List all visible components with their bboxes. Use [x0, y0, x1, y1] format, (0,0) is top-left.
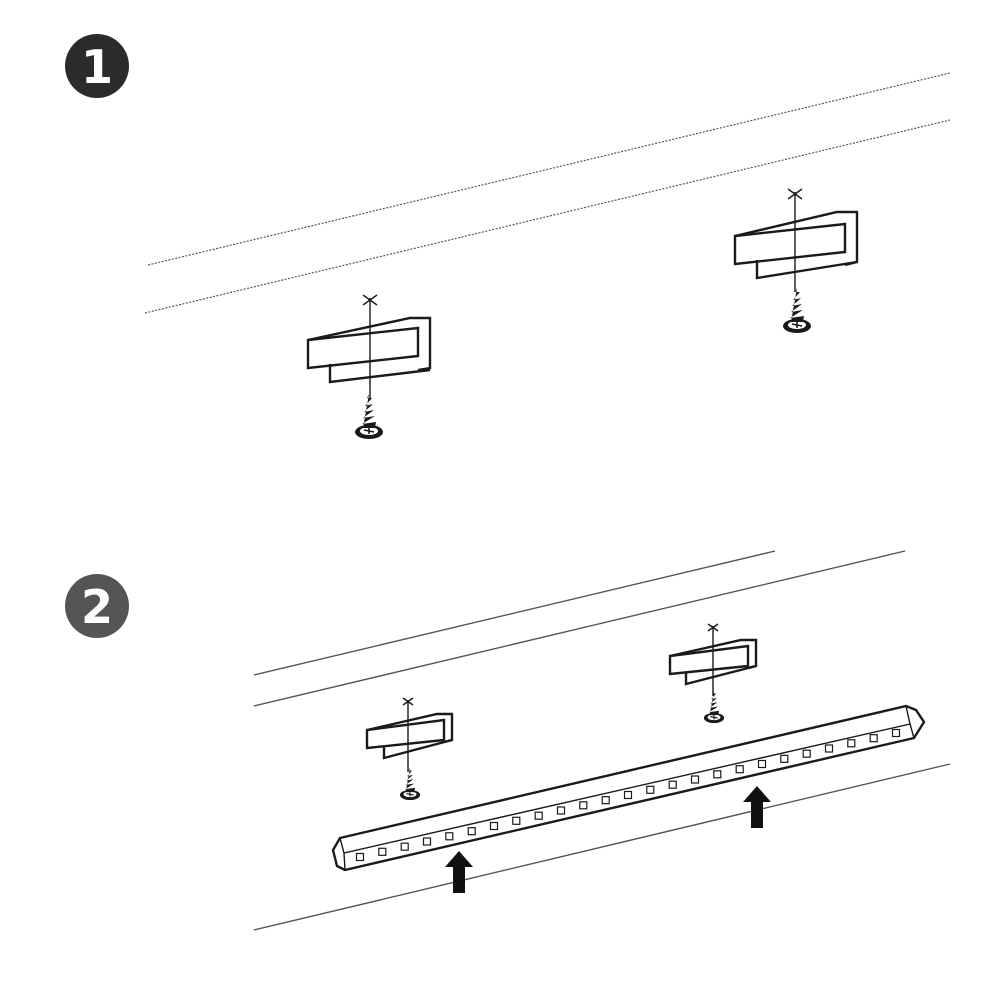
led-chip — [512, 816, 521, 825]
step-2-bracket-right — [668, 623, 758, 724]
led-chip — [378, 847, 387, 856]
mounting-clip-icon — [306, 316, 432, 384]
led-chip — [668, 780, 677, 789]
led-chip — [847, 739, 856, 748]
led-chip — [646, 785, 655, 794]
led-chip — [824, 744, 834, 753]
led-chip — [623, 790, 633, 800]
step-1-bracket-left — [306, 294, 432, 440]
screw-icon — [703, 690, 725, 724]
screw-icon — [782, 287, 812, 334]
ceiling-line-upper — [253, 550, 776, 676]
led-chip — [757, 759, 767, 769]
step-2-circle — [65, 574, 129, 638]
step-2-bracket-left — [365, 697, 454, 801]
mounting-clip-icon — [668, 638, 758, 686]
ceiling-line-upper — [147, 72, 951, 266]
step-2-number: 2 — [81, 580, 113, 634]
step-2-badge: 2 — [65, 574, 129, 638]
led-chip — [780, 754, 789, 763]
screw-icon — [354, 393, 384, 440]
led-chip — [713, 770, 722, 779]
screw-icon — [399, 767, 421, 801]
step-1-bracket-right — [733, 188, 859, 334]
led-chip — [556, 806, 566, 815]
led-chip — [869, 734, 878, 743]
led-chip — [579, 801, 588, 810]
led-chip — [422, 837, 432, 846]
led-chip — [467, 827, 476, 836]
led-chip — [601, 796, 610, 805]
up-arrow-icon — [445, 851, 473, 893]
ceiling-line-lower — [144, 119, 951, 314]
step-1-badge: 1 — [65, 34, 129, 98]
led-chip-row — [355, 728, 901, 862]
led-chip — [445, 832, 454, 841]
mounting-clip-icon — [365, 712, 454, 760]
led-chip — [400, 842, 409, 851]
step-1-circle — [65, 34, 129, 98]
led-chip — [802, 749, 811, 758]
led-chip — [534, 811, 543, 820]
ceiling-line-lower — [253, 763, 951, 931]
led-chip — [891, 728, 901, 738]
step-2-ceiling-lines — [253, 550, 951, 931]
led-light-bar — [331, 704, 926, 872]
led-chip — [489, 821, 499, 831]
step-1-number: 1 — [81, 40, 113, 94]
ceiling-line-middle — [253, 550, 906, 707]
led-chip — [690, 775, 700, 784]
led-chip — [735, 765, 744, 774]
mounting-clip-icon — [733, 210, 859, 280]
led-chip — [355, 852, 365, 862]
step-1-ceiling-lines — [144, 72, 951, 314]
